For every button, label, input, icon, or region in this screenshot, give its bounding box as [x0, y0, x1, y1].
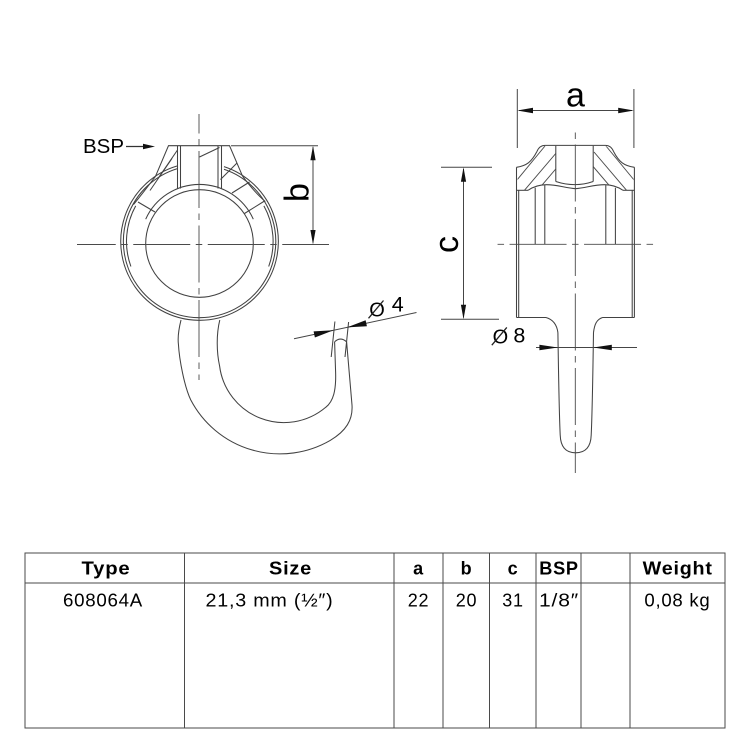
svg-text:4: 4 [392, 293, 404, 317]
svg-text:b: b [279, 183, 317, 202]
svg-text:Type: Type [82, 559, 131, 579]
svg-text:Weight: Weight [643, 559, 713, 579]
svg-text:21,3 mm (½″): 21,3 mm (½″) [206, 591, 334, 611]
svg-text:c: c [508, 559, 519, 579]
svg-text:BSP: BSP [539, 559, 579, 579]
svg-text:31: 31 [502, 591, 523, 611]
svg-text:1/8″: 1/8″ [539, 591, 579, 611]
svg-text:22: 22 [408, 591, 429, 611]
svg-text:8: 8 [513, 323, 525, 347]
svg-text:O: O [493, 326, 509, 348]
svg-text:O: O [369, 300, 385, 322]
svg-text:c: c [428, 236, 466, 253]
svg-text:b: b [461, 559, 473, 579]
svg-text:608064A: 608064A [63, 591, 143, 611]
svg-text:a: a [413, 559, 424, 579]
svg-text:0,08 kg: 0,08 kg [644, 591, 710, 611]
svg-text:Size: Size [269, 559, 312, 579]
svg-text:BSP: BSP [83, 135, 124, 158]
svg-text:20: 20 [456, 591, 477, 611]
svg-text:a: a [566, 77, 585, 115]
